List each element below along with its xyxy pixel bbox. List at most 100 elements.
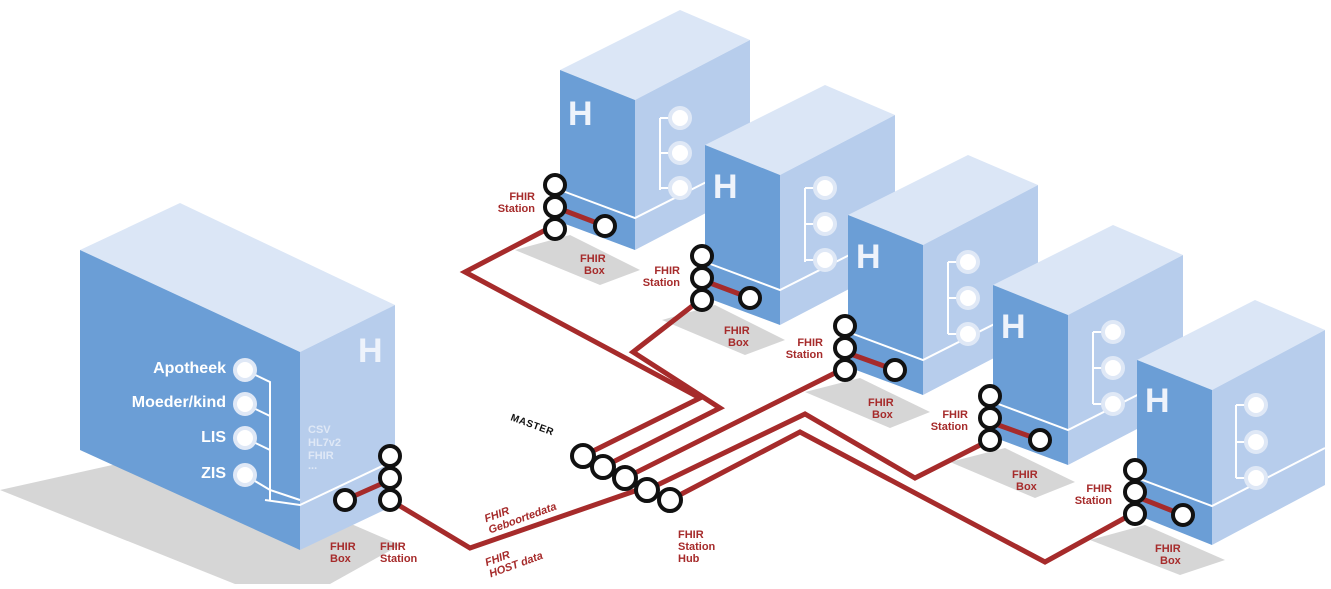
link-hub-to-building-3 bbox=[623, 365, 847, 481]
box-label-2-line1: FHIR bbox=[724, 325, 750, 337]
system-port-icon bbox=[813, 248, 837, 272]
fhir-station-icon bbox=[690, 244, 714, 312]
building-top bbox=[848, 155, 1038, 245]
hub-label-line3: Hub bbox=[678, 553, 700, 565]
link-hub-to-building-2 bbox=[601, 298, 726, 470]
system-port-icon bbox=[668, 176, 692, 200]
box-label-4-line1: FHIR bbox=[1012, 469, 1038, 481]
remote-building-5: H bbox=[1090, 300, 1326, 575]
box-label-3-line2: Box bbox=[872, 409, 894, 421]
main-station-label-line2: Station bbox=[380, 553, 418, 565]
system-port-icon bbox=[1244, 466, 1268, 490]
link-hub-to-building-1 bbox=[459, 222, 706, 459]
system-port-icon bbox=[668, 141, 692, 165]
building-shadow bbox=[515, 235, 640, 285]
building-top bbox=[705, 85, 895, 175]
station-label-1-line2: Station bbox=[498, 203, 536, 215]
system-port-icon bbox=[956, 250, 980, 274]
box-label-1-line2: Box bbox=[584, 265, 606, 277]
system-label-lis: LIS bbox=[201, 429, 226, 446]
building-shadow bbox=[1090, 525, 1225, 575]
station-label-5-line2: Station bbox=[1075, 495, 1113, 507]
building-front bbox=[993, 285, 1068, 465]
fhir-station-icon bbox=[543, 173, 567, 241]
fhir-box-icon bbox=[883, 358, 907, 382]
station-label-3-line2: Station bbox=[786, 349, 824, 361]
main-building: H Apotheek Moeder/kind LIS ZIS CSV HL7v2… bbox=[0, 203, 400, 584]
system-port-icon bbox=[1101, 392, 1125, 416]
hospital-letter: H bbox=[1145, 382, 1170, 420]
box-label-5-line2: Box bbox=[1160, 555, 1182, 567]
system-port-icon bbox=[233, 358, 257, 382]
main-building-top bbox=[80, 203, 395, 352]
hospital-letter: H bbox=[358, 332, 383, 370]
box-label-1-line1: FHIR bbox=[580, 253, 606, 265]
format-label-fhir: FHIR bbox=[308, 450, 334, 462]
master-label: MASTER bbox=[509, 412, 556, 438]
hospital-letter: H bbox=[1001, 308, 1026, 346]
hospital-letter: H bbox=[856, 238, 881, 276]
fhir-box-icon bbox=[333, 488, 357, 512]
station-label-4-line1: FHIR bbox=[942, 409, 968, 421]
station-label-4-line2: Station bbox=[931, 421, 969, 433]
system-port-icon bbox=[668, 106, 692, 130]
hub-label-line1: FHIR bbox=[678, 529, 704, 541]
fhir-station-icon bbox=[978, 384, 1002, 452]
fhir-station-icon bbox=[378, 444, 402, 512]
main-box-label-line1: FHIR bbox=[330, 541, 356, 553]
building-shadow bbox=[805, 378, 930, 428]
system-port-icon bbox=[956, 322, 980, 346]
fhir-station-hub-icon bbox=[570, 443, 683, 513]
system-label-moeder-kind: Moeder/kind bbox=[132, 394, 226, 411]
system-port-icon bbox=[233, 426, 257, 450]
format-label-csv: CSV bbox=[308, 424, 331, 436]
format-label-hl7v2: HL7v2 bbox=[308, 437, 341, 449]
link-hub-to-building-5 bbox=[668, 429, 1134, 565]
hub-label-line2: Station bbox=[678, 541, 716, 553]
building-shadow bbox=[662, 305, 785, 355]
flow-label-host-data: FHIR HOST data bbox=[484, 549, 545, 580]
fhir-station-icon bbox=[833, 314, 857, 382]
hospital-letter: H bbox=[713, 168, 738, 206]
system-port-icon bbox=[813, 176, 837, 200]
main-building-shadow bbox=[0, 450, 400, 584]
building-front bbox=[848, 215, 923, 395]
main-building-base-line bbox=[264, 459, 396, 507]
system-port-icon bbox=[233, 463, 257, 487]
node-markers bbox=[333, 173, 1195, 527]
system-port-icon bbox=[1244, 393, 1268, 417]
station-label-1-line1: FHIR bbox=[509, 191, 535, 203]
box-label-2-line2: Box bbox=[728, 337, 750, 349]
building-top bbox=[1137, 300, 1325, 390]
hospital-letter: H bbox=[568, 95, 593, 133]
box-label-4-line2: Box bbox=[1016, 481, 1038, 493]
system-port-icon bbox=[1101, 320, 1125, 344]
system-port-icon bbox=[956, 286, 980, 310]
system-port-icon bbox=[233, 392, 257, 416]
station-label-2-line1: FHIR bbox=[654, 265, 680, 277]
building-front bbox=[560, 70, 635, 250]
system-port-icon bbox=[1101, 356, 1125, 380]
remote-building-3: H bbox=[805, 155, 1039, 428]
station-label-3-line1: FHIR bbox=[797, 337, 823, 349]
system-label-zis: ZIS bbox=[201, 465, 226, 482]
link-hub-to-building-4 bbox=[645, 411, 992, 493]
system-port-icon bbox=[1244, 430, 1268, 454]
fhir-box-icon bbox=[593, 214, 617, 238]
system-label-apotheek: Apotheek bbox=[153, 360, 226, 377]
format-label-more: ... bbox=[308, 460, 317, 472]
building-top bbox=[993, 225, 1183, 315]
link-main-to-hub bbox=[388, 481, 656, 551]
station-label-2-line2: Station bbox=[643, 277, 681, 289]
fhir-box-icon bbox=[738, 286, 762, 310]
building-top bbox=[560, 10, 750, 100]
main-station-label-line1: FHIR bbox=[380, 541, 406, 553]
main-box-label-line2: Box bbox=[330, 553, 352, 565]
building-base-line bbox=[1136, 447, 1326, 508]
box-label-3-line1: FHIR bbox=[868, 397, 894, 409]
box-label-5-line1: FHIR bbox=[1155, 543, 1181, 555]
building-front bbox=[705, 145, 780, 325]
building-shadow bbox=[950, 448, 1075, 498]
fhir-box-icon bbox=[1028, 428, 1052, 452]
